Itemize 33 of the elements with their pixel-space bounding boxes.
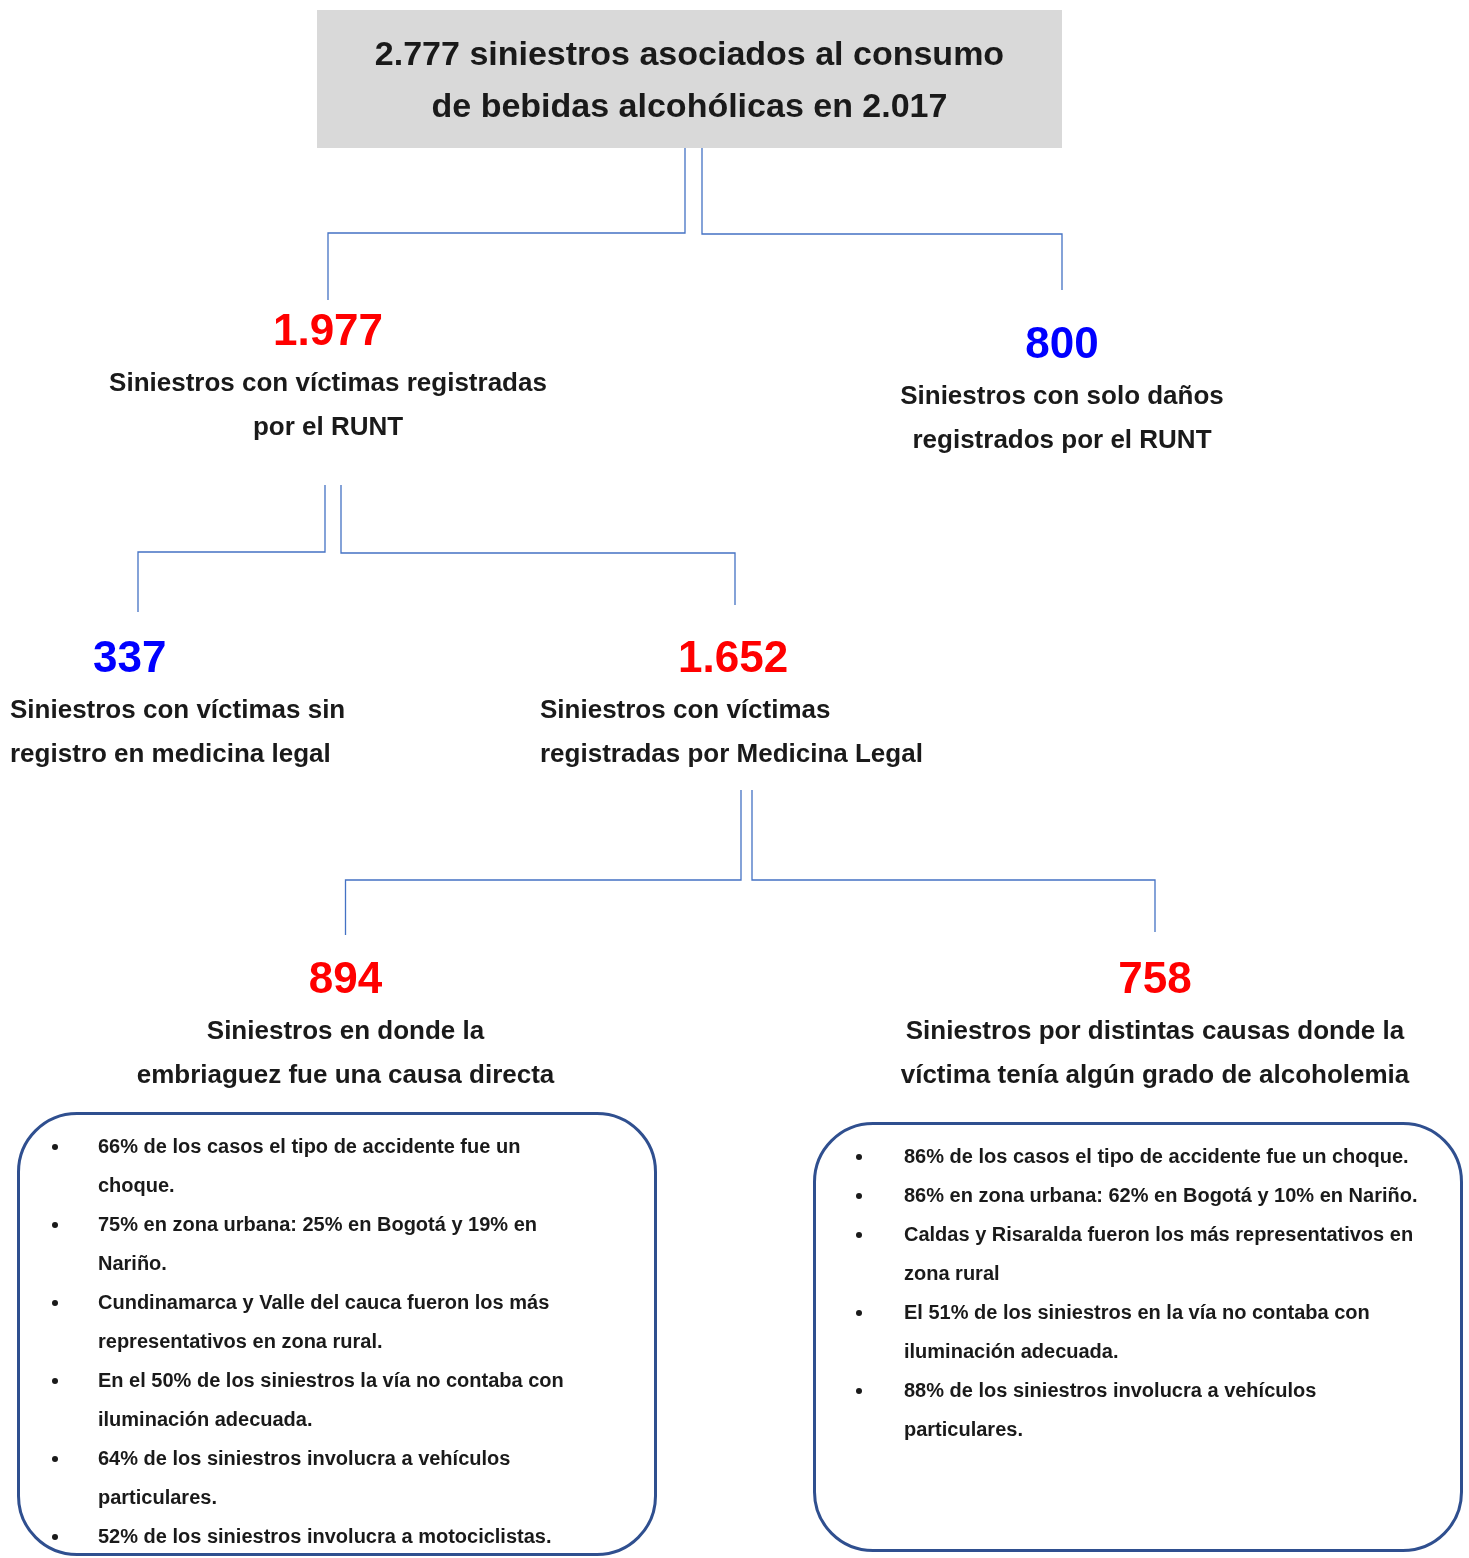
bullet-list-panel (17, 1112, 657, 1556)
connector-line (327, 147, 686, 301)
stat-number: 800 (1025, 317, 1099, 369)
bullet-list-panel (813, 1122, 1463, 1552)
stat-description: Siniestros en donde la embriaguez fue una causa directa (135, 1014, 556, 1091)
bullet-item: 88% de los siniestros involucra a vehículos particulares. (904, 1378, 1318, 1442)
bullet-item: 52% de los siniestros involucra a motociclistas. (98, 1524, 552, 1549)
connector-line (340, 484, 736, 606)
bullet-item: Caldas y Risaralda fueron los más representativos en zona rural (904, 1222, 1415, 1286)
connector-line (344, 789, 742, 936)
stat-number: 1.652 (678, 631, 789, 683)
title-text: 2.777 siniestros asociados al consumo de bebidas alcohólicas en 2.017 (373, 33, 1006, 126)
stat-description: Siniestros con víctimas sin registro en medicina legal (10, 693, 347, 770)
stat-description: Siniestros con solo daños registrados por el RUNT (899, 379, 1225, 456)
stat-number: 1.977 (272, 304, 384, 356)
bullet-item: 64% de los siniestros involucra a vehículos particulares. (98, 1446, 512, 1510)
bullet-item: 66% de los casos el tipo de accidente fue un choque. (98, 1134, 522, 1198)
bullet-item: 75% en zona urbana: 25% en Bogotá y 19% en Nariño. (98, 1212, 538, 1276)
connector-line (137, 484, 326, 613)
stat-description: Siniestros por distintas causas donde la víctima tenía algún grado de alcoholemia (899, 1014, 1411, 1091)
bullet-item: 86% en zona urbana: 62% en Bogotá y 10% en Nariño. (904, 1183, 1418, 1208)
bullet-item: 86% de los casos el tipo de accidente fue un choque. (904, 1144, 1409, 1169)
bullet-item: Cundinamarca y Valle del cauca fueron los más representativos en zona rural. (98, 1290, 551, 1354)
stat-number: 758 (1118, 952, 1192, 1004)
stat-number: 337 (93, 631, 167, 683)
bullet-item: El 51% de los siniestros en la vía no contaba con iluminación adecuada. (904, 1300, 1371, 1364)
stat-description: Siniestros con víctimas registradas por el RUNT (108, 366, 548, 443)
connector-line (751, 789, 1156, 933)
stat-description: Siniestros con víctimas registradas por Medicina Legal (540, 693, 924, 770)
title-box (317, 10, 1062, 148)
stat-number: 894 (308, 952, 383, 1004)
bullet-item: En el 50% de los siniestros la vía no contaba con iluminación adecuada. (98, 1368, 565, 1432)
connector-line (701, 147, 1063, 291)
